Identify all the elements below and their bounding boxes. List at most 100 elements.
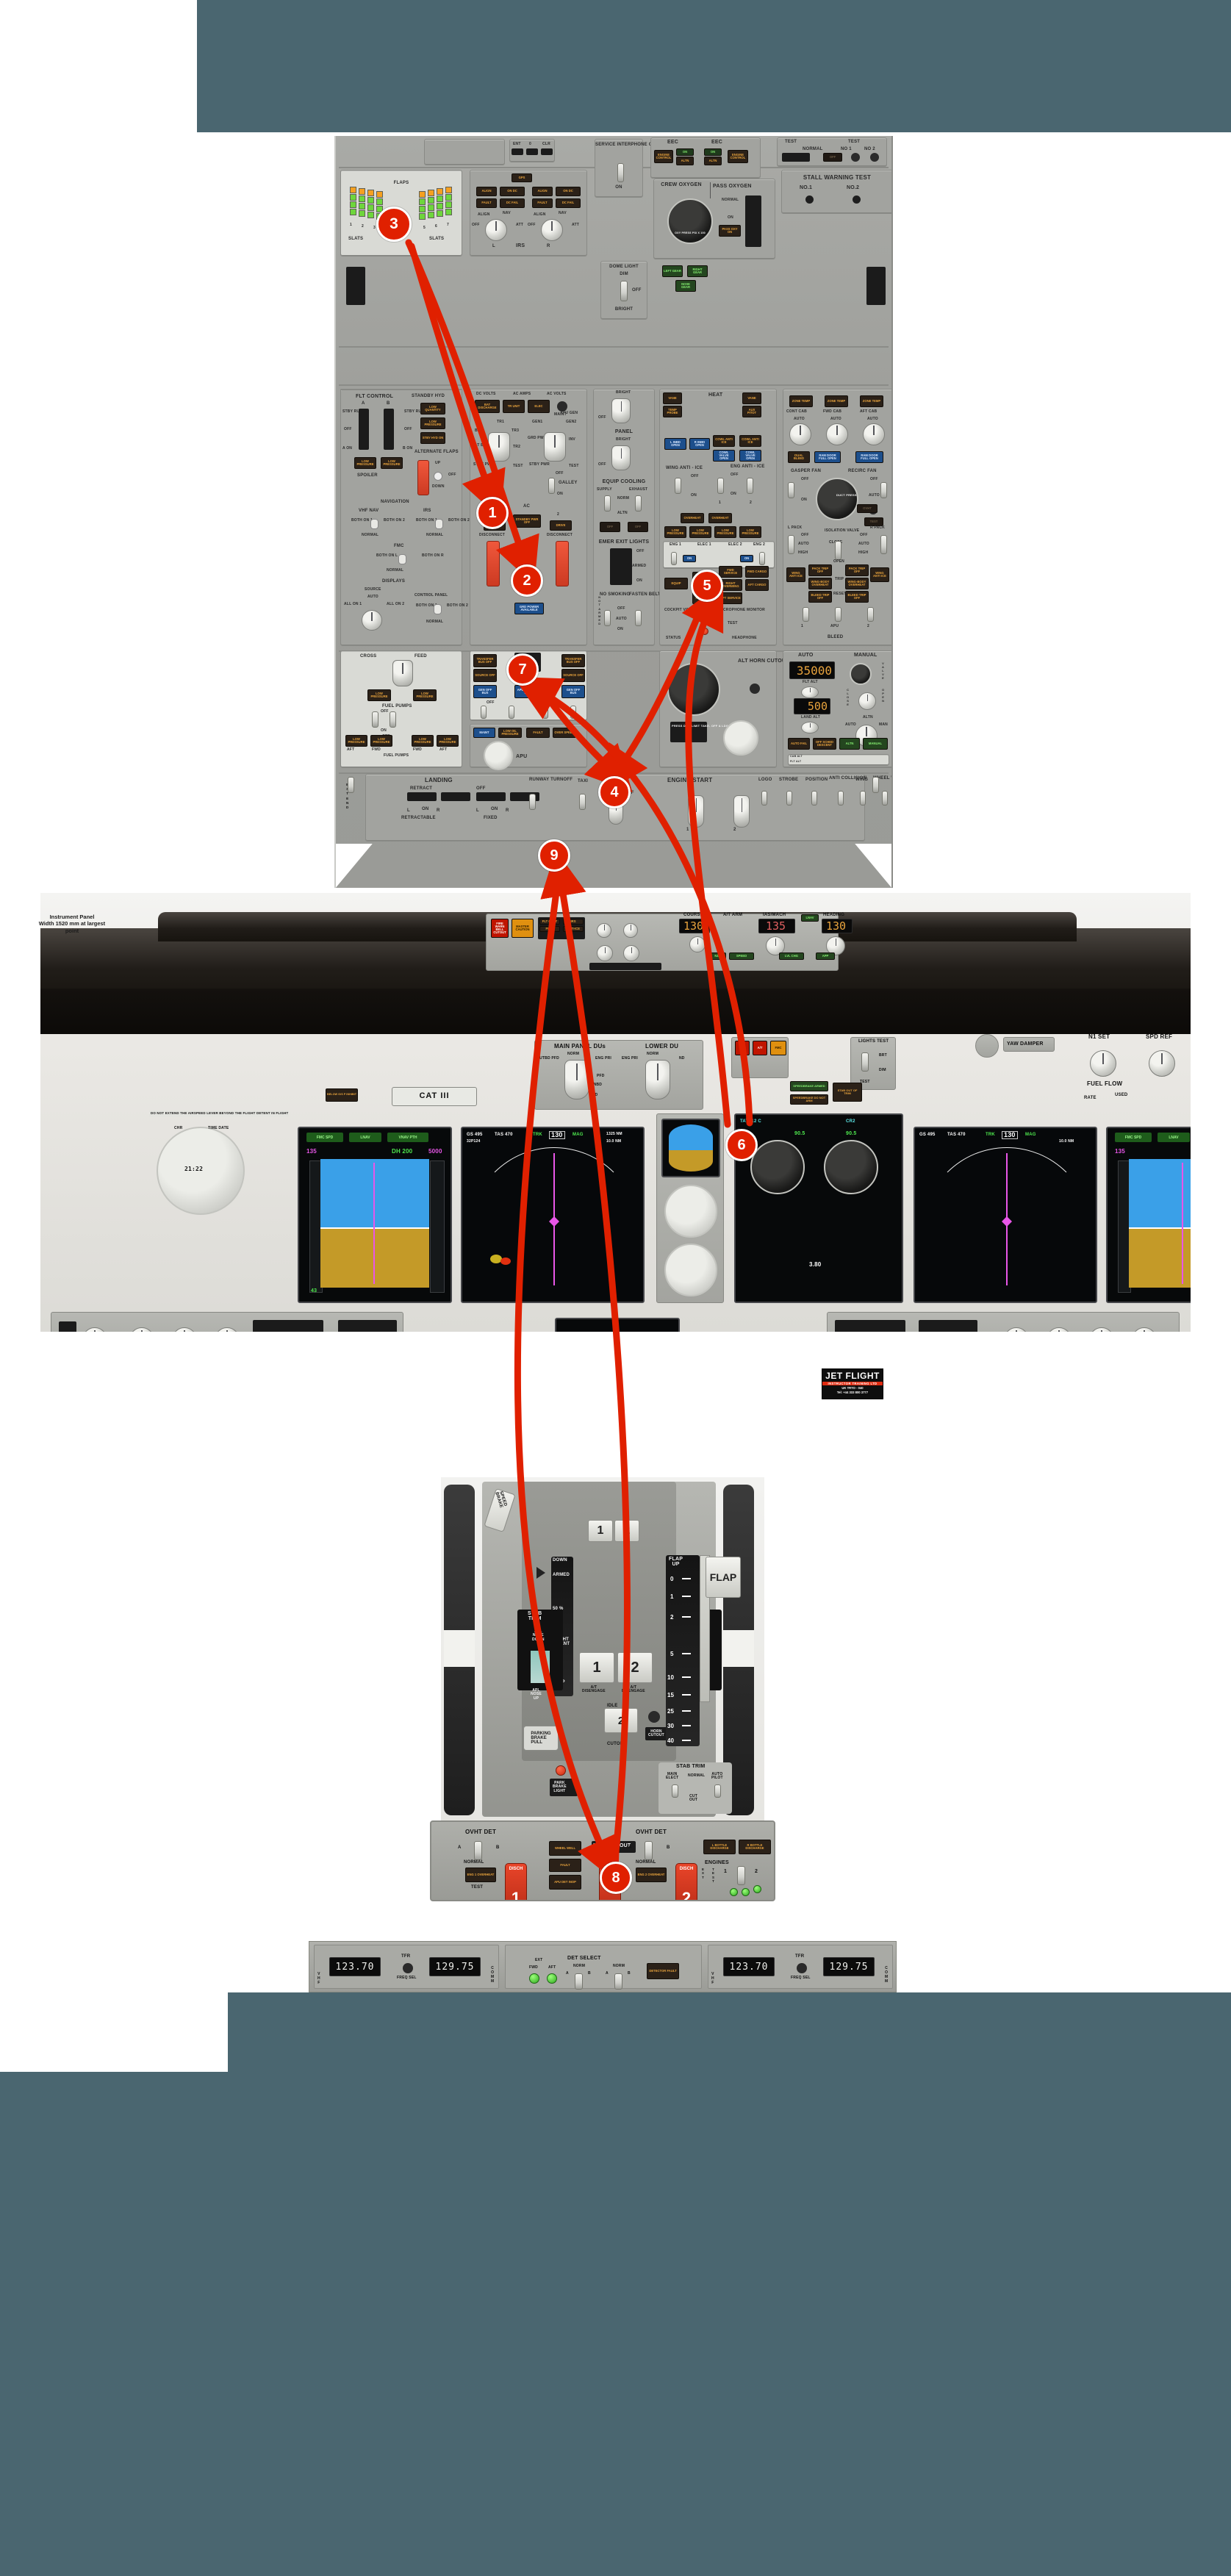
fmc-source-switch[interactable] [398, 554, 406, 564]
gear-extend-switch-r[interactable] [872, 777, 879, 793]
marker-2[interactable]: 2 [511, 564, 543, 597]
mode-control-panel[interactable]: FIRE WARN BELL CUTOUT MASTER CAUTION FLT… [486, 913, 853, 971]
wing-light-switch[interactable] [860, 791, 866, 806]
fuel-lp-1[interactable]: LOW PRESSURE [367, 689, 391, 701]
n1-set-knob[interactable] [1090, 1050, 1116, 1077]
fo-nav-display[interactable]: GS 495 TAS 470 TRK 130 MAG 10.0 NM [914, 1127, 1097, 1303]
radio-right-section[interactable]: 123.70 TFR FREQ SEL 129.75 V H F C O M M [708, 1945, 893, 1989]
eng-anti-ice-switch-2[interactable] [747, 478, 753, 494]
marker-1[interactable]: 1 [476, 497, 509, 529]
ovht-det-switch-right[interactable] [645, 1841, 653, 1860]
capt-lower-knob-3[interactable] [172, 1327, 197, 1332]
isolation-valve-switch[interactable] [835, 541, 841, 560]
zone-temp-2[interactable]: ZONE TEMP [825, 395, 848, 407]
equip-exhaust-switch[interactable] [635, 495, 642, 512]
efis-mins-knob-l[interactable] [623, 923, 638, 938]
master-caution-light[interactable]: MASTER CAUTION [512, 919, 534, 938]
annun-fuel[interactable]: FUEL [539, 926, 560, 932]
marker-6[interactable]: 6 [725, 1129, 758, 1161]
hyd-on-b[interactable]: ON [740, 555, 753, 562]
galley-switch[interactable] [548, 478, 555, 494]
wb-overheat-l[interactable]: WING-BODY OVERHEAT [808, 578, 832, 589]
mcp-lvlchg-btn[interactable]: LVL CHG [779, 952, 804, 960]
fuel-lp-4[interactable]: LOW PRESSURE [370, 735, 392, 747]
radio-left-section[interactable]: 123.70 TFR FREQ SEL 129.75 V H F C O M M [314, 1945, 499, 1989]
reverse-lever-2[interactable]: 2 [614, 1520, 639, 1542]
l-bottle-discharge-light[interactable]: L BOTTLE DISCHARGE [703, 1840, 736, 1854]
captain-pfd[interactable]: FMC SPD LNAV VNAV PTH 135 DH 200 5000 43 [298, 1127, 452, 1303]
eec-on-left[interactable]: ON [676, 148, 694, 156]
at-warn-light[interactable]: A/T [753, 1041, 767, 1055]
vhf-nav-switch[interactable] [370, 519, 378, 529]
standby-pwr-off[interactable]: STANDBY PWR OFF [513, 514, 541, 528]
press-manual-light[interactable]: MANUAL [863, 738, 888, 750]
overhead-panel-photo[interactable]: ENT 0 CLR SERVICE INTERPHONE OFF ON EEC … [334, 136, 893, 888]
duct-ovht[interactable]: OVHT [857, 504, 878, 513]
annun-irs[interactable]: IRS [563, 919, 584, 925]
det-fwd-cargo[interactable]: FWD CARGO [745, 566, 769, 578]
marker-3[interactable]: 3 [376, 207, 412, 242]
cvr-erase-led[interactable] [701, 628, 708, 635]
hyd-lowpress-1[interactable]: LOW PRESSURE [664, 526, 686, 538]
warn-lights-module[interactable]: A/P A/T FMC [731, 1037, 789, 1078]
below-gs-light[interactable]: BELOW G/S P INHIBIT [326, 1088, 358, 1102]
display-source-knob[interactable] [362, 610, 382, 631]
marker-9[interactable]: 9 [538, 839, 570, 872]
fwd-cab-temp-knob[interactable] [826, 423, 848, 445]
cowl-anti-ice-2[interactable]: COWL ANTI ICE [739, 435, 761, 447]
gen-off-bus-2[interactable]: GEN OFF BUS [561, 685, 585, 698]
ram-door-1[interactable]: RAM DOOR FULL OPEN [814, 451, 841, 463]
ap-warn-light[interactable]: A/P [735, 1041, 750, 1055]
yaw-damper-indicator[interactable]: YAW DAMPER [1003, 1037, 1055, 1052]
hyd-on-a[interactable]: ON [683, 555, 696, 562]
outflow-valve-switch[interactable] [858, 692, 876, 710]
fuel-lp-6[interactable]: LOW PRESSURE [437, 735, 459, 747]
det-right-overwing[interactable]: RIGHT OVERWING [719, 579, 742, 591]
apu-det-inop-light[interactable]: APU DET INOP [549, 1875, 581, 1890]
eec-engine-control-left[interactable]: ENGINE CONTROL [654, 150, 673, 163]
equip-off-2[interactable]: OFF [628, 522, 648, 532]
fo-lower-panel[interactable] [827, 1312, 1180, 1332]
alt-flaps-guard[interactable] [417, 460, 429, 495]
marker-4[interactable]: 4 [598, 776, 631, 808]
thrust-lever-2[interactable]: 2 [617, 1652, 653, 1683]
fo-lower-knob-3[interactable] [1089, 1327, 1114, 1332]
fmc-warn-light[interactable]: FMC [770, 1041, 786, 1055]
stby-low-press[interactable]: LOW PRESSURE [420, 417, 445, 429]
zone-temp-1[interactable]: ZONE TEMP [789, 395, 813, 407]
irs-l-fault[interactable]: FAULT [476, 198, 497, 208]
apu-maint[interactable]: MAINT [473, 728, 495, 738]
ovhd-flight-control-module[interactable]: FLT CONTROL A B STBY RUD STBY RUD OFF OF… [340, 389, 470, 646]
captain-lower-panel[interactable] [51, 1312, 403, 1332]
standby-instruments[interactable] [656, 1113, 724, 1303]
fo-lower-knob-2[interactable] [1047, 1327, 1072, 1332]
bleed-trip-off-r[interactable]: BLEED TRIP OFF [845, 591, 869, 603]
vhf-r-transfer-button[interactable] [797, 1963, 807, 1973]
wb-overheat-r[interactable]: WING-BODY OVERHEAT [845, 578, 869, 589]
apu-fault[interactable]: FAULT [526, 728, 550, 738]
stab-trim-cutout-module[interactable]: STAB TRIM MAIN ELECT NORMAL AUTO PILOT C… [658, 1762, 732, 1814]
stall-test-btn-1[interactable] [805, 195, 814, 204]
gear-extend-switch[interactable] [348, 777, 354, 793]
ovhd-keypad-module[interactable]: ENT 0 CLR [509, 139, 555, 162]
stall-test-btn-2[interactable] [853, 195, 861, 204]
mcp-course-knob-l[interactable] [689, 936, 706, 952]
ovhd-irs-module[interactable]: GPS ALIGN ON DC ALIGN ON DC FAULT DC FAI… [470, 170, 587, 256]
r-pack-switch[interactable] [880, 535, 887, 554]
engine-start-selector-1[interactable] [688, 795, 704, 828]
off-sched-descent[interactable]: OFF SCHED DESCENT [813, 738, 836, 750]
r-bottle-discharge-light[interactable]: R BOTTLE DISCHARGE [739, 1840, 771, 1854]
du-selector-module[interactable]: MAIN PANEL DUs LOWER DU OUTBD PFD NORM E… [534, 1040, 703, 1110]
lights-test-switch[interactable] [861, 1052, 869, 1072]
bleed-switch-apu[interactable] [835, 607, 841, 622]
source-off-1[interactable]: SOURCE OFF [473, 669, 497, 682]
eng-anti-ice-switch-1[interactable] [717, 478, 724, 494]
stby-hyd-on[interactable]: STBY HYD ON [420, 432, 445, 444]
flt-low-press-a[interactable]: LOW PRESSURE [354, 457, 376, 469]
stab-out-of-trim-light[interactable]: STAB OUT OF TRIM [833, 1083, 862, 1102]
mcp-speed-knob[interactable] [766, 936, 785, 955]
irs-r-ondc[interactable]: ON DC [556, 187, 581, 196]
panel-light-knob-1[interactable] [611, 398, 631, 423]
l-inbd-open[interactable]: L INBD OPEN [664, 438, 686, 450]
ovhd-exterior-lights-module[interactable]: LANDING RETRACT OFF RUNWAY TURNOFF TAXI … [365, 774, 891, 842]
